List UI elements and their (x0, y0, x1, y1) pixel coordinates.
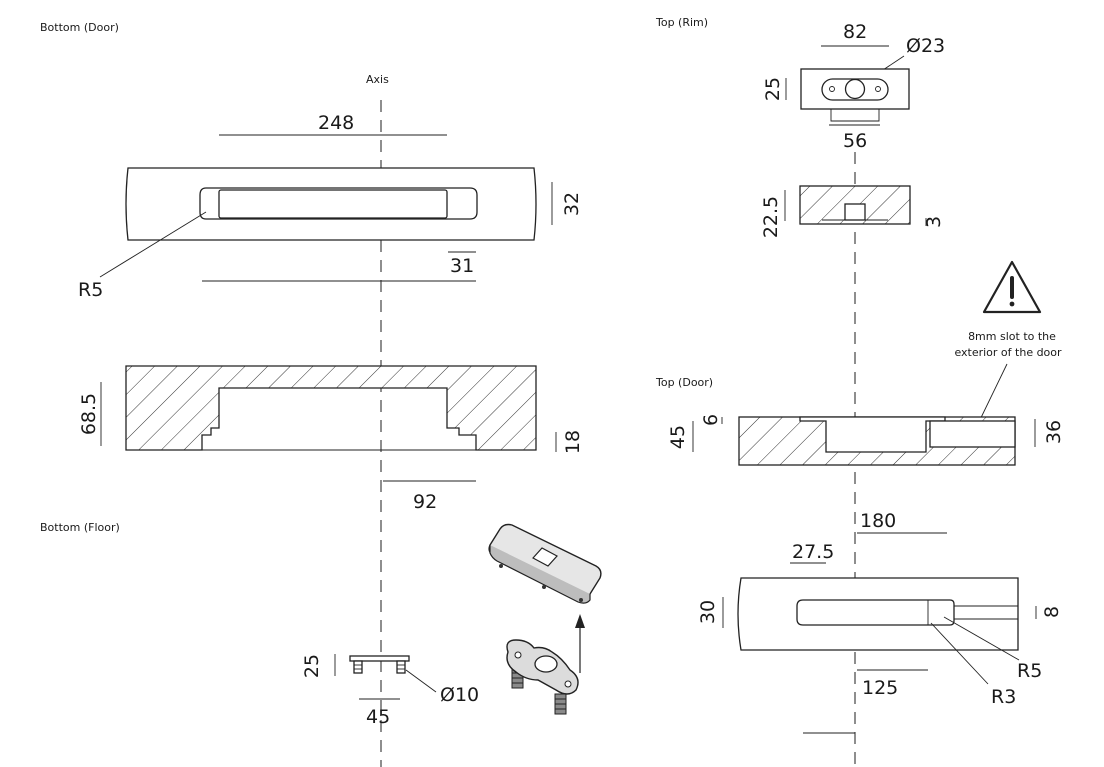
dim-r5-bottom: R5 (78, 279, 103, 301)
dim-27-5: 27.5 (792, 541, 834, 563)
view-label-top-door: Top (Door) (655, 376, 713, 389)
warning-triangle-icon (982, 260, 1042, 314)
top-rim-screw-left (829, 86, 835, 92)
iso-plate-render (488, 523, 602, 604)
dim-125: 125 (862, 677, 898, 699)
view-label-top-rim: Top (Rim) (655, 16, 708, 29)
dim-d23: Ø23 (906, 35, 945, 57)
dim-r5-top: R5 (1017, 660, 1042, 682)
leader-d10 (405, 669, 437, 693)
dim-45-door: 45 (667, 425, 689, 449)
dim-82: 82 (843, 21, 867, 43)
dim-68-5: 68.5 (78, 393, 100, 435)
leader-r5-top (943, 616, 1020, 661)
dim-18: 18 (562, 430, 584, 454)
dim-25-floor: 25 (301, 654, 323, 678)
dim-248: 248 (318, 112, 354, 134)
dim-92: 92 (413, 491, 437, 513)
leader-r3 (930, 622, 989, 685)
top-door-section-slot (929, 420, 1016, 448)
top-rim-screw-right (875, 86, 881, 92)
dim-56: 56 (843, 130, 867, 152)
dim-r3: R3 (991, 686, 1016, 708)
top-rim-tab (830, 109, 880, 122)
view-label-bottom-door: Bottom (Door) (40, 21, 119, 34)
bottom-door-slot-inner (218, 189, 448, 219)
leader-r5-bottom (99, 211, 207, 278)
top-door-section-cavity (799, 416, 946, 453)
view-label-bottom-floor: Bottom (Floor) (40, 521, 120, 534)
warning-note-line1: 8mm slot to the (968, 330, 1056, 343)
dim-45-floor: 45 (366, 706, 390, 728)
dim-180: 180 (860, 510, 896, 532)
bottom-floor-pin-right (396, 660, 406, 674)
dim-3: 3 (923, 216, 945, 228)
assembly-arrow-head-icon (575, 614, 585, 628)
dim-32: 32 (561, 192, 583, 216)
dim-8: 8 (1041, 606, 1063, 618)
dim-d10: Ø10 (440, 684, 479, 706)
axis-label: Axis (366, 73, 389, 86)
bottom-floor-plate (349, 655, 410, 662)
dim-30: 30 (697, 600, 719, 624)
dim-31: 31 (450, 255, 474, 277)
bottom-floor-pin-left (353, 660, 363, 674)
dim-25-rim: 25 (762, 77, 784, 101)
warning-note-line2: exterior of the door (954, 346, 1062, 359)
dim-36: 36 (1043, 420, 1065, 444)
dim-22-5: 22.5 (760, 196, 782, 238)
dim-6: 6 (700, 414, 722, 426)
bottom-door-section (125, 365, 537, 451)
top-rim-section-pocket (844, 203, 866, 221)
top-door-plan-slot (796, 599, 955, 626)
iso-bracket-render (506, 639, 579, 715)
top-rim-hole (844, 78, 866, 100)
